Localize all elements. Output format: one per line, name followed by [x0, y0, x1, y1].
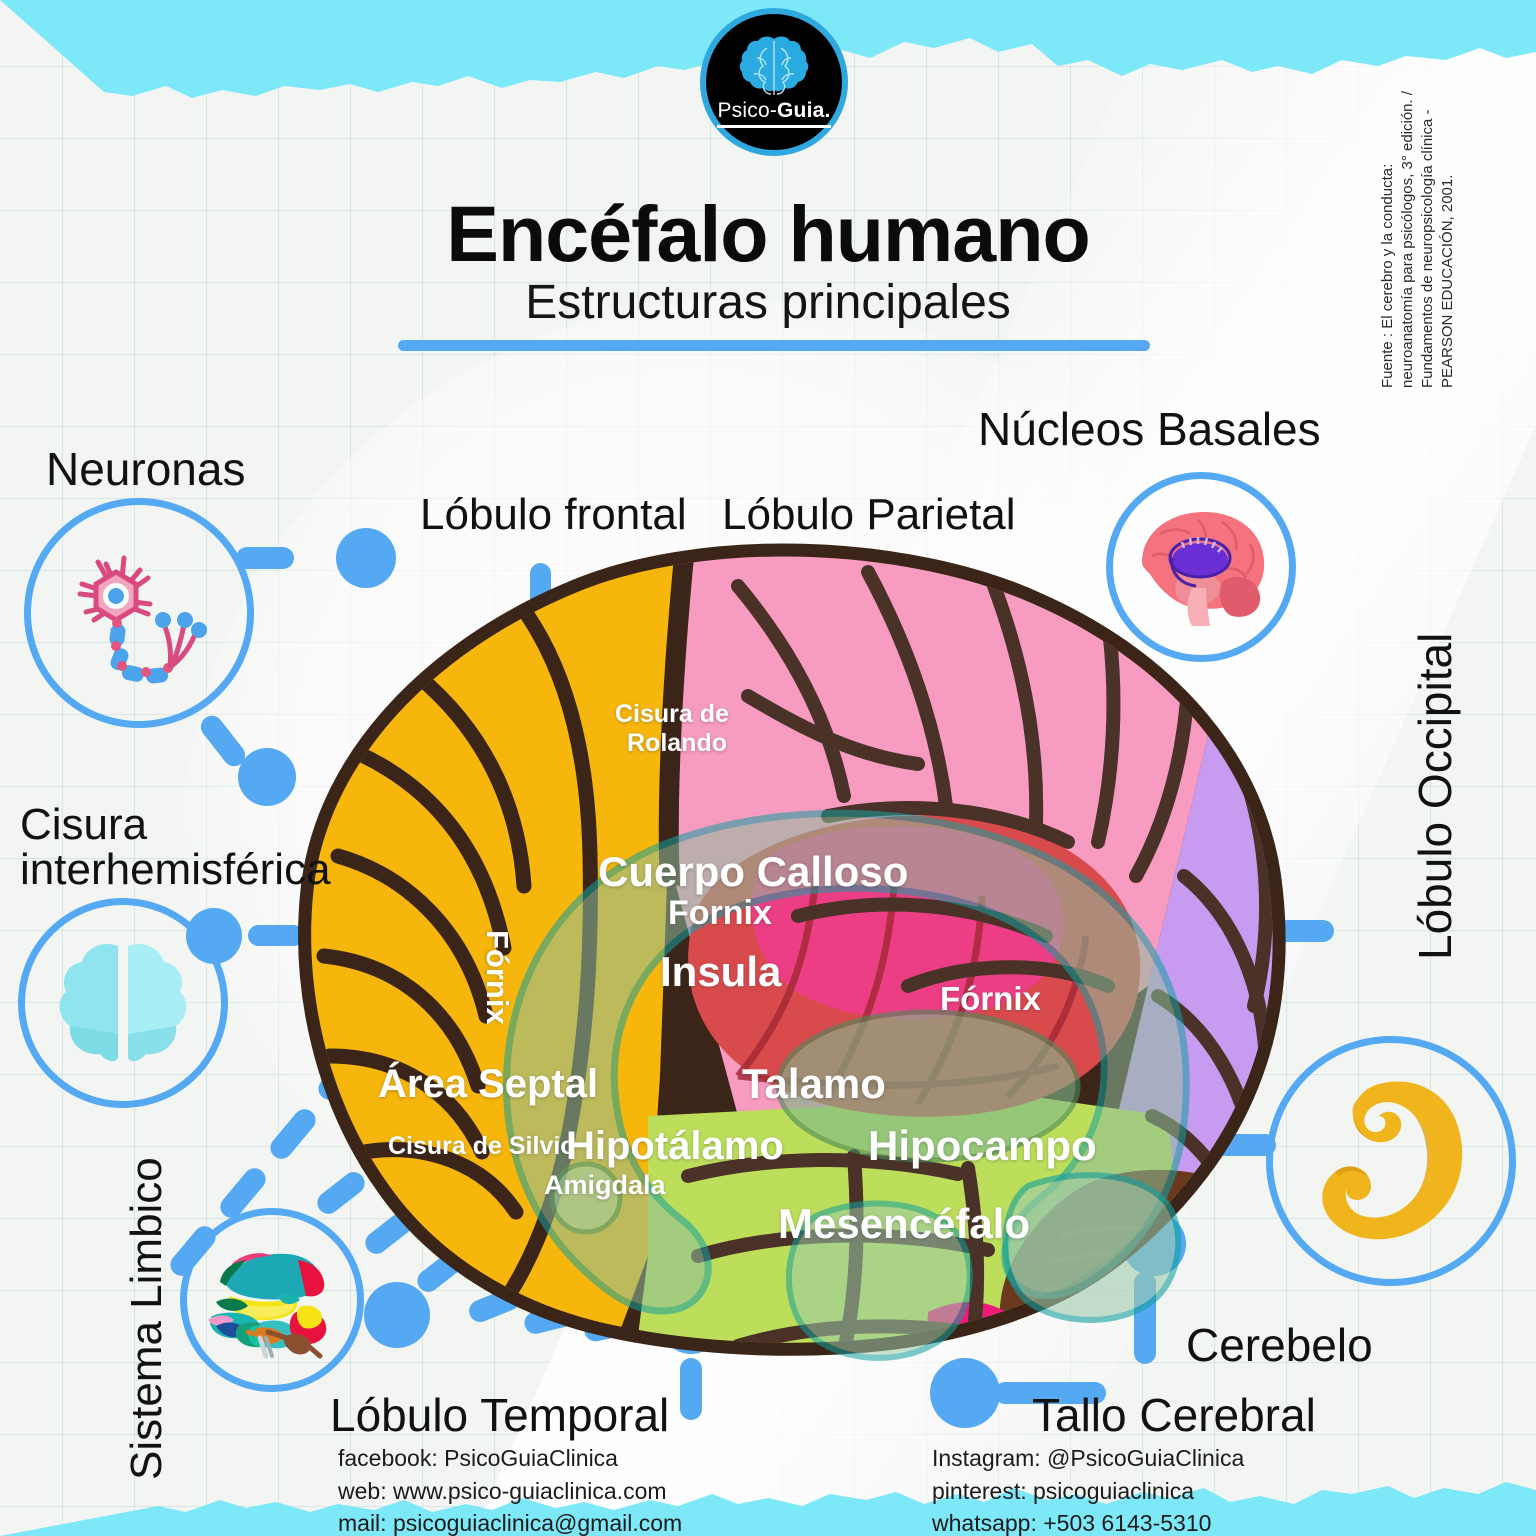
medulla — [1187, 588, 1210, 626]
logo-text-bold: Guia. — [777, 99, 831, 123]
label-cisura-interhemisferica-line2: interhemisférica — [20, 845, 331, 894]
hemisphere-shading — [69, 1026, 177, 1062]
label-cuerpo-calloso: Cuerpo Calloso — [598, 848, 909, 895]
contact-right: Instagram: @PsicoGuiaClinica pinterest: … — [932, 1442, 1244, 1536]
limbic-structures-icon — [202, 1240, 342, 1360]
connector-dot-tallo-cerebral — [930, 1358, 1000, 1428]
contact-mail[interactable]: mail: psicoguiaclinica@gmail.com — [338, 1510, 683, 1536]
axon-myelin — [109, 618, 173, 684]
hippocampus-shape — [1002, 1172, 1182, 1323]
label-hipocampo: Hipocampo — [868, 1122, 1097, 1169]
connector-dash-temporal — [680, 1358, 702, 1420]
hippocampus-shape-icon — [1303, 1072, 1479, 1250]
label-neuronas: Neuronas — [46, 443, 246, 495]
amygdala-shape — [549, 1161, 623, 1235]
callout-cerebelo[interactable] — [1266, 1036, 1516, 1286]
label-lobulo-occipital: Lóbulo Occipital — [1409, 632, 1461, 960]
cerebellum-pale — [1219, 576, 1261, 617]
label-lobulo-parietal: Lóbulo Parietal — [722, 490, 1016, 539]
contact-web[interactable]: web: www.psico-guiaclinica.com — [338, 1477, 667, 1504]
title-underline-rule — [398, 340, 1150, 351]
label-fornix-top: Fornix — [668, 894, 772, 932]
hippocampus-shading — [1335, 1100, 1430, 1214]
page-title: Encéfalo humano — [446, 189, 1090, 278]
two-hemispheres-brain-icon — [52, 938, 194, 1068]
label-mesencefalo: Mesencéfalo — [778, 1200, 1031, 1247]
label-cisura-rolando-line2: Rolando — [627, 729, 727, 757]
thalamus-shape — [775, 1009, 1081, 1163]
label-hipotalamo: Hipotálamo — [566, 1124, 784, 1168]
contact-facebook[interactable]: facebook: PsicoGuiaClinica — [338, 1445, 618, 1471]
logo-wordmark: Psico-Guia. — [717, 99, 831, 128]
connector-dash-cisura-interhem — [248, 925, 304, 946]
connector-dot-sistema-limbico — [364, 1282, 430, 1348]
connector-dash-neuronas — [236, 547, 294, 569]
label-cerebelo: Cerebelo — [1186, 1319, 1373, 1371]
brain-icon — [737, 36, 811, 98]
page-subtitle: Estructuras principales — [525, 276, 1011, 329]
contact-whatsapp[interactable]: whatsapp: +503 6143-5310 — [932, 1510, 1212, 1536]
label-cisura-interhemisferica-line1: Cisura — [20, 800, 148, 849]
label-lobulo-temporal: Lóbulo Temporal — [330, 1389, 670, 1441]
logo-text-light: Psico- — [717, 99, 778, 123]
label-tallo-cerebral: Tallo Cerebral — [1032, 1389, 1316, 1441]
limbic-parts — [208, 1253, 327, 1359]
brain-diagram — [268, 543, 1328, 1386]
sagittal-brain-basal-ganglia-icon — [1126, 504, 1276, 630]
connector-dash-tallo-2 — [994, 1382, 1106, 1404]
label-cisura-rolando-line1: Cisura de — [615, 700, 729, 728]
torn-paper-edge-bottom — [0, 1416, 1536, 1536]
label-insula: Insula — [660, 948, 782, 995]
label-lobulo-frontal: Lóbulo frontal — [420, 490, 687, 539]
nucleus — [108, 588, 124, 604]
neuron-icon — [64, 538, 214, 688]
callout-sistema-limbico[interactable] — [180, 1208, 364, 1392]
label-talamo: Talamo — [742, 1060, 886, 1107]
callout-nucleos-basales[interactable] — [1106, 472, 1296, 662]
callout-neuronas[interactable] — [24, 498, 254, 728]
interhemispheric-fissure — [118, 946, 128, 1058]
brand-logo[interactable]: Psico-Guia. — [700, 8, 848, 156]
label-nucleos-basales: Núcleos Basales — [978, 403, 1321, 455]
connector-dot-neuronas-2 — [238, 748, 296, 806]
fornix-arc — [1170, 557, 1197, 588]
label-sistema-limbico: Sistema Limbico — [122, 1157, 171, 1480]
label-amigdala: Amigdala — [544, 1170, 666, 1200]
label-fornix-left: Fórnix — [480, 930, 515, 1025]
basal-ganglia — [1172, 543, 1228, 577]
label-fornix-right: Fórnix — [940, 980, 1041, 1017]
mesencephalon-shape — [785, 1200, 973, 1361]
basal-ganglia-ring — [1168, 537, 1232, 579]
callout-cisura-interhemisferica[interactable] — [18, 898, 228, 1108]
label-cisura-silvio: Cisura de Silvio — [388, 1132, 576, 1160]
contact-left: facebook: PsicoGuiaClinica web: www.psic… — [338, 1442, 682, 1536]
contact-instagram[interactable]: Instagram: @PsicoGuiaClinica — [932, 1445, 1245, 1471]
connector-dot-neuronas — [336, 528, 396, 588]
limbic-overlay — [502, 809, 1190, 1361]
contact-pinterest[interactable]: pinterest: psicoguiaclinica — [932, 1477, 1195, 1504]
source-citation: Fuente : El cerebro y la conducta: neuro… — [1379, 90, 1456, 388]
hippocampus-curve — [1322, 1081, 1463, 1240]
striations — [1180, 537, 1224, 553]
label-area-septal: Área Septal — [378, 1062, 599, 1106]
